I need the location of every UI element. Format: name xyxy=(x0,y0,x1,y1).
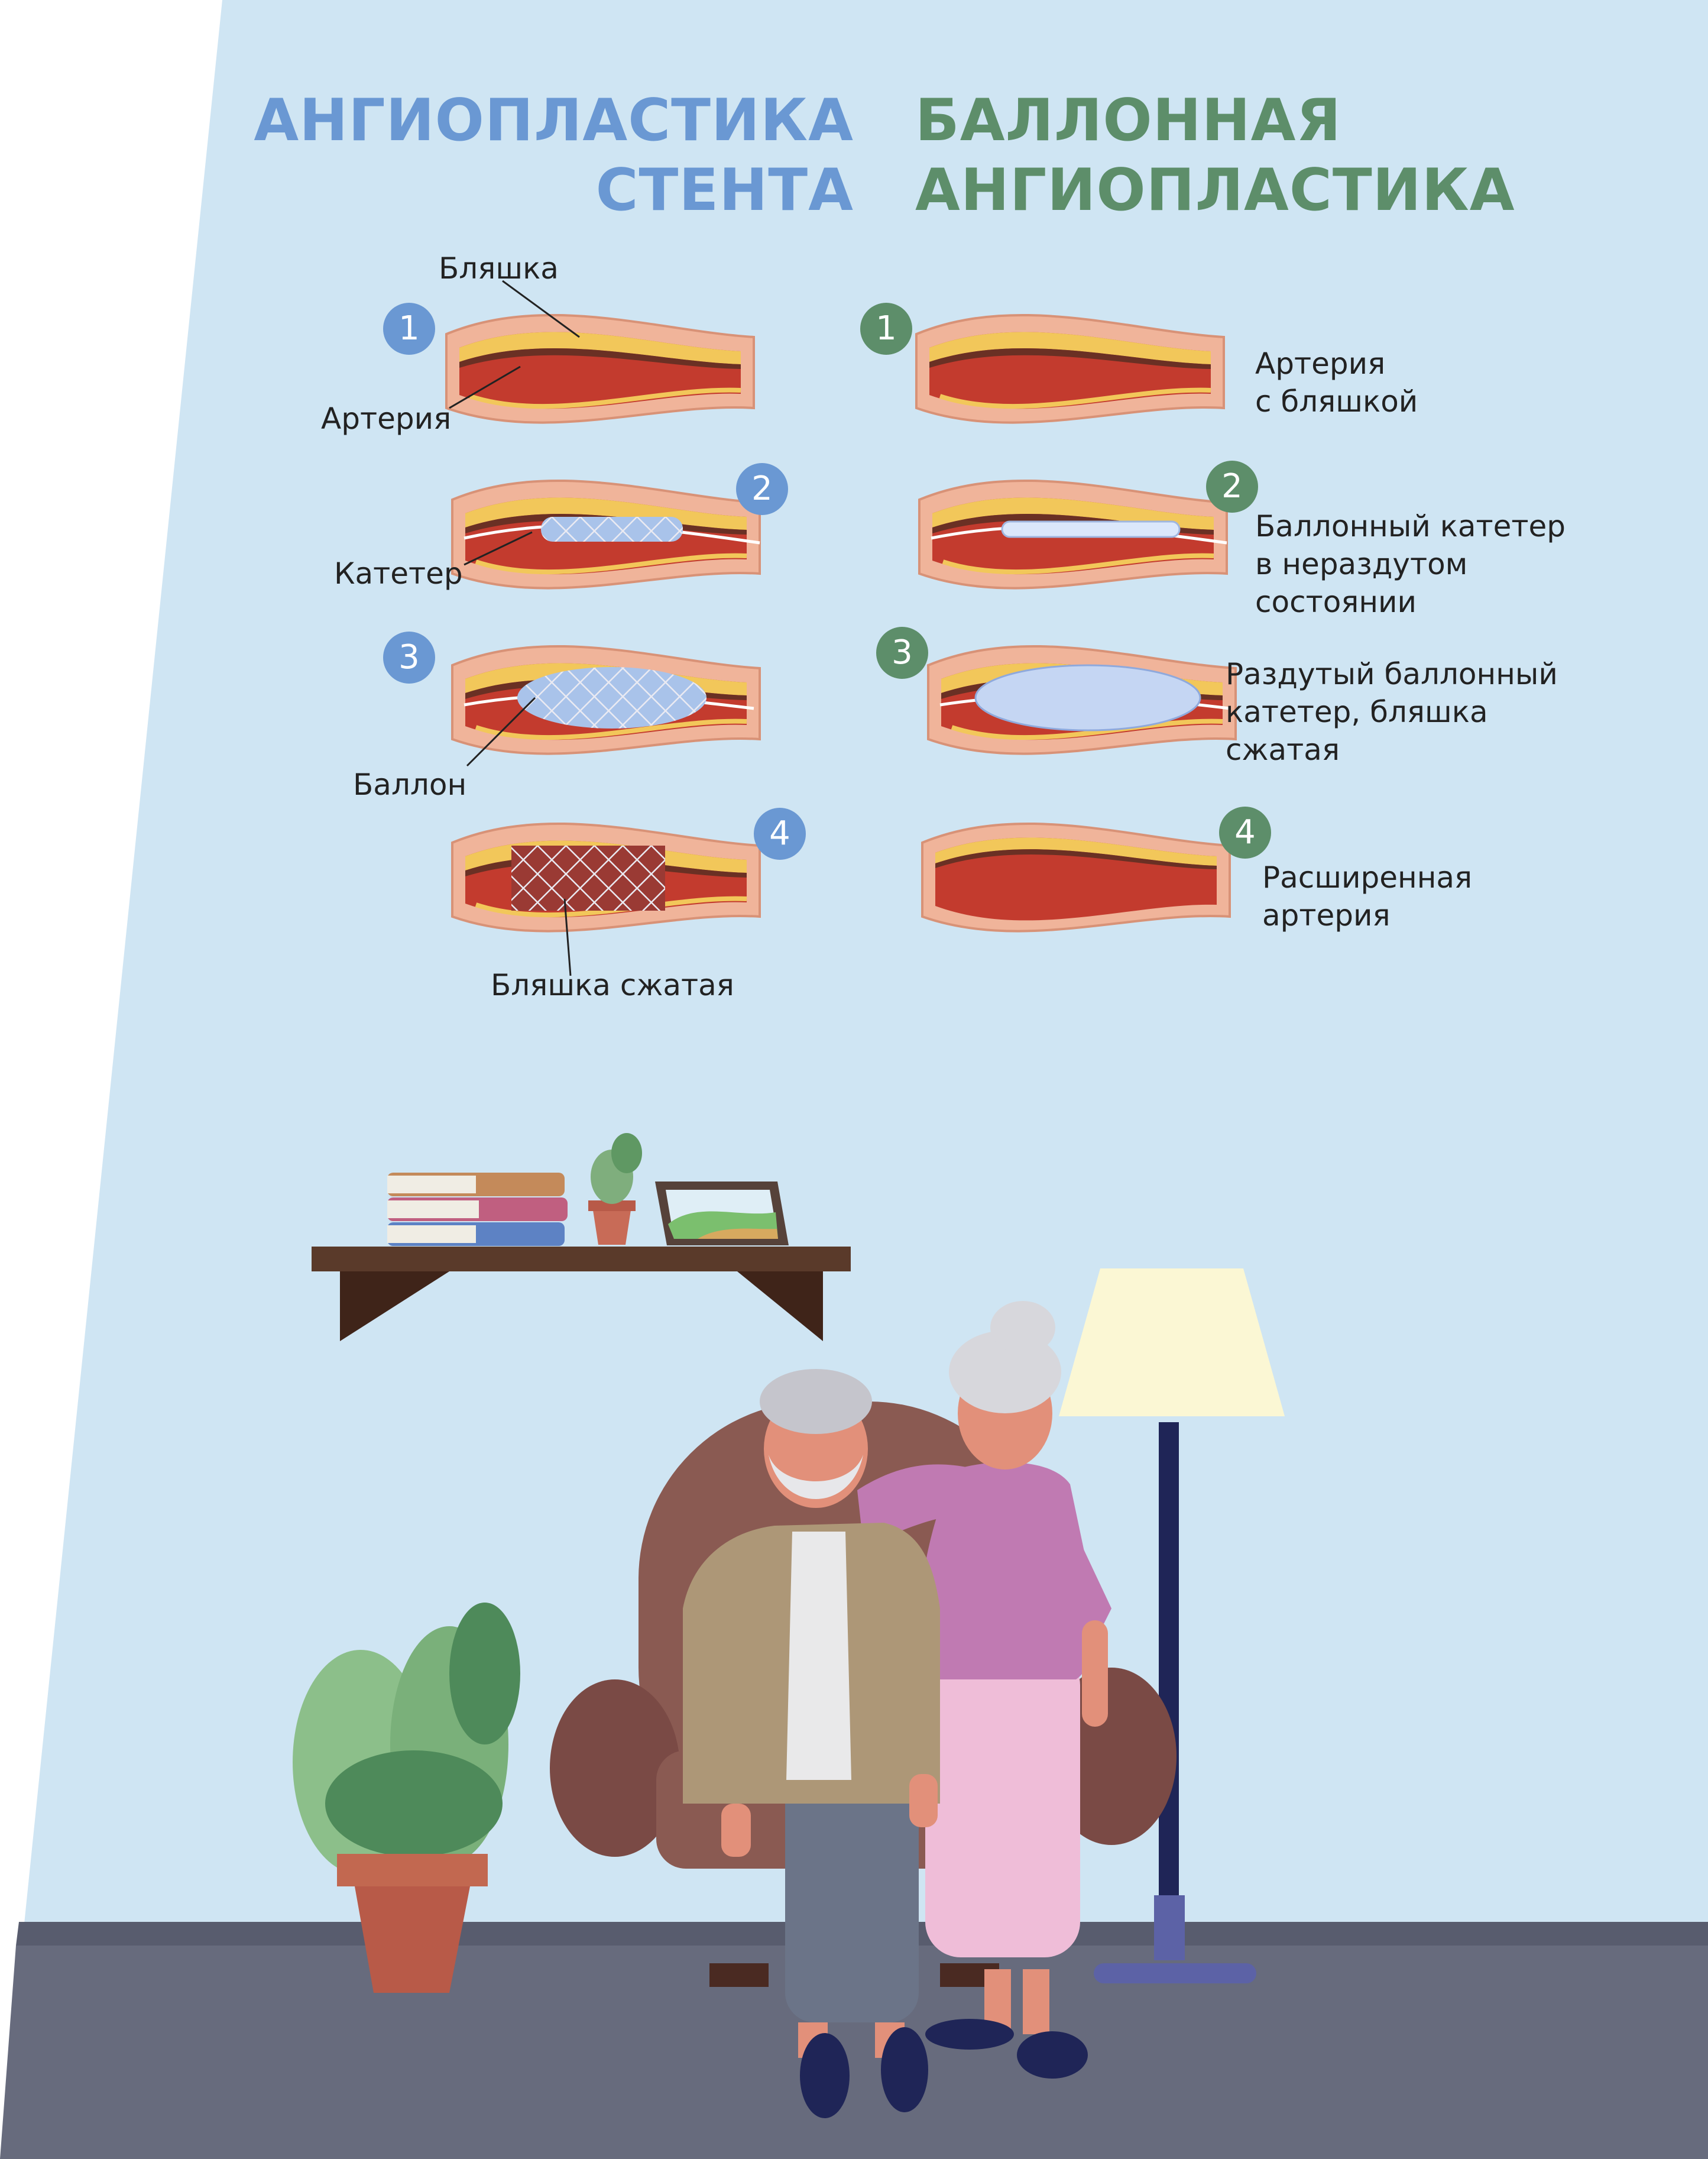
stent-step-3-badge: 3 xyxy=(383,632,435,684)
books xyxy=(387,1173,568,1246)
stent-step-2-badge: 2 xyxy=(736,463,788,515)
balloon-label-step-4: Расширенная артерия xyxy=(1262,859,1472,934)
stent-angioplasty-title: АНГИОПЛАСТИКА СТЕНТА xyxy=(254,86,854,225)
stent-artery-3 xyxy=(452,646,760,754)
elderly-man xyxy=(683,1369,940,2118)
balloon-label-step-1: Артерия с бляшкой xyxy=(1255,345,1418,420)
floor-plant xyxy=(293,1603,520,1993)
balloon-step-3-line-1: Раздутый баллонный xyxy=(1226,657,1558,691)
balloon-step-2-line-3: состоянии xyxy=(1255,585,1417,619)
elderly-woman xyxy=(857,1301,1111,2079)
balloon-title-line-2: АНГИОПЛАСТИКА xyxy=(915,157,1515,224)
floor xyxy=(0,1946,1708,2159)
stent-label-plaque: Бляшка xyxy=(439,251,559,286)
balloon-step-3-line-3: сжатая xyxy=(1226,733,1340,767)
balloon-step-2-line-2: в нераздутом xyxy=(1255,547,1468,581)
balloon-step-1-line-2: с бляшкой xyxy=(1255,384,1418,419)
leader-lines xyxy=(449,280,580,976)
balloon-step-1-badge: 1 xyxy=(860,303,912,355)
stent-label-compressed-plaque: Бляшка сжатая xyxy=(491,968,734,1002)
stent-title-line-1: АНГИОПЛАСТИКА xyxy=(254,87,854,154)
balloon-step-4-badge: 4 xyxy=(1219,807,1271,859)
balloon-step-2-badge: 2 xyxy=(1206,461,1258,513)
stent-step-4-badge: 4 xyxy=(754,808,806,860)
stent-label-catheter: Катетер xyxy=(334,556,463,591)
stent-artery-4 xyxy=(452,824,760,931)
balloon-step-3-badge: 3 xyxy=(876,627,928,679)
balloon-step-1-line-1: Артерия xyxy=(1255,347,1386,381)
floor-lamp xyxy=(1059,1268,1285,1983)
balloon-step-3-line-2: катетер, бляшка xyxy=(1226,695,1488,729)
stent-artery-1 xyxy=(446,315,754,423)
balloon-title-line-1: БАЛЛОННАЯ xyxy=(915,87,1341,154)
stent-title-line-2: СТЕНТА xyxy=(595,157,854,224)
balloon-label-step-3: Раздутый баллонный катетер, бляшка сжата… xyxy=(1226,655,1558,769)
balloon-step-4-line-2: артерия xyxy=(1262,898,1391,933)
wall-shelf xyxy=(312,1247,851,1341)
balloon-angioplasty-title: БАЛЛОННАЯ АНГИОПЛАСТИКА xyxy=(915,86,1515,225)
balloon-artery-2 xyxy=(919,481,1227,588)
balloon-label-step-2: Баллонный катетер в нераздутом состоянии xyxy=(1255,507,1566,621)
stent-artery-2 xyxy=(452,481,760,588)
balloon-artery-1 xyxy=(916,315,1224,423)
stent-label-artery: Артерия xyxy=(321,402,452,436)
shelf-plant xyxy=(588,1133,642,1245)
stent-step-1-badge: 1 xyxy=(383,303,435,355)
picture-frame xyxy=(655,1182,789,1245)
balloon-artery-4 xyxy=(921,822,1231,933)
balloon-step-2-line-1: Баллонный катетер xyxy=(1255,509,1566,543)
balloon-step-4-line-1: Расширенная xyxy=(1262,860,1473,895)
balloon-artery-3 xyxy=(928,646,1236,754)
stent-label-balloon: Баллон xyxy=(353,768,467,802)
